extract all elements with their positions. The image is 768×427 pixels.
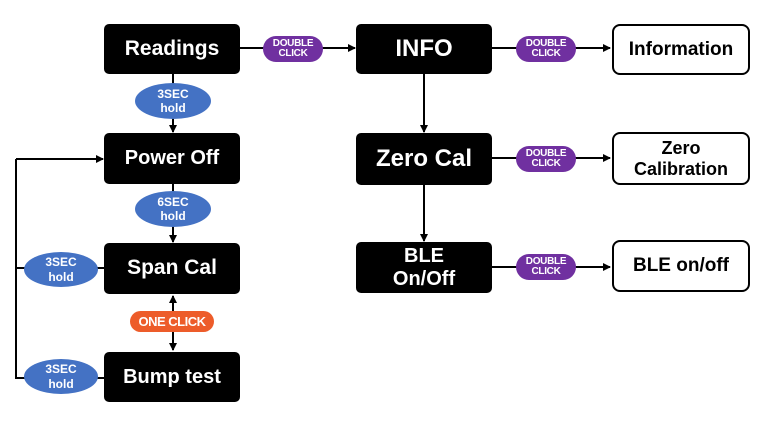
hold-label: hold bbox=[160, 101, 186, 115]
double-click-badge: DOUBLE CLICK bbox=[516, 36, 576, 62]
double-click-badge: DOUBLE CLICK bbox=[516, 254, 576, 280]
span-cal-node: Span Cal bbox=[104, 243, 240, 294]
information-node: Information bbox=[612, 24, 750, 75]
zero-cal-label: Zero Cal bbox=[375, 145, 473, 173]
zero-calibration-node: Zero Calibration bbox=[612, 132, 750, 185]
ble-label-line2: On/Off bbox=[392, 267, 456, 290]
information-label: Information bbox=[628, 38, 734, 60]
double-click-line1: DOUBLE bbox=[525, 148, 567, 159]
double-click-line1: DOUBLE bbox=[272, 38, 314, 49]
zero-calibration-label-line2: Calibration bbox=[633, 158, 728, 179]
hold-time-label: 3SEC bbox=[157, 86, 189, 101]
zero-cal-node: Zero Cal bbox=[356, 133, 492, 185]
double-click-line2: CLICK bbox=[531, 48, 561, 59]
hold-6sec-badge: 6SEC hold bbox=[135, 191, 211, 227]
zero-calibration-label-line1: Zero bbox=[661, 137, 701, 158]
double-click-badge: DOUBLE CLICK bbox=[516, 146, 576, 172]
double-click-line2: CLICK bbox=[278, 48, 308, 59]
readings-label: Readings bbox=[124, 36, 220, 60]
hold-time-label: 6SEC bbox=[157, 194, 189, 209]
power-off-label: Power Off bbox=[124, 147, 220, 169]
double-click-line1: DOUBLE bbox=[525, 256, 567, 267]
ble-label-line1: BLE bbox=[404, 244, 444, 267]
double-click-line2: CLICK bbox=[531, 266, 561, 277]
ble-node: BLE On/Off bbox=[356, 242, 492, 293]
ble-onoff-node: BLE on/off bbox=[612, 240, 750, 292]
double-click-line2: CLICK bbox=[531, 158, 561, 169]
ble-onoff-label: BLE on/off bbox=[632, 255, 730, 277]
double-click-line1: DOUBLE bbox=[525, 38, 567, 49]
double-click-badge: DOUBLE CLICK bbox=[263, 36, 323, 62]
one-click-badge: ONE CLICK bbox=[130, 311, 214, 332]
info-label: INFO bbox=[395, 35, 453, 63]
bump-test-label: Bump test bbox=[123, 365, 221, 388]
bump-test-node: Bump test bbox=[104, 352, 240, 402]
span-cal-label: Span Cal bbox=[127, 256, 217, 280]
hold-label: hold bbox=[48, 376, 74, 391]
readings-node: Readings bbox=[104, 24, 240, 74]
info-node: INFO bbox=[356, 24, 492, 74]
hold-label: hold bbox=[160, 209, 186, 223]
hold-time-label: 3SEC bbox=[45, 255, 77, 270]
power-off-node: Power Off bbox=[104, 133, 240, 184]
hold-3sec-badge: 3SEC hold bbox=[135, 83, 211, 119]
one-click-label: ONE CLICK bbox=[138, 314, 207, 329]
hold-3sec-badge: 3SEC hold bbox=[24, 252, 98, 287]
hold-label: hold bbox=[48, 269, 74, 284]
hold-3sec-badge: 3SEC hold bbox=[24, 359, 98, 394]
hold-time-label: 3SEC bbox=[45, 362, 77, 377]
